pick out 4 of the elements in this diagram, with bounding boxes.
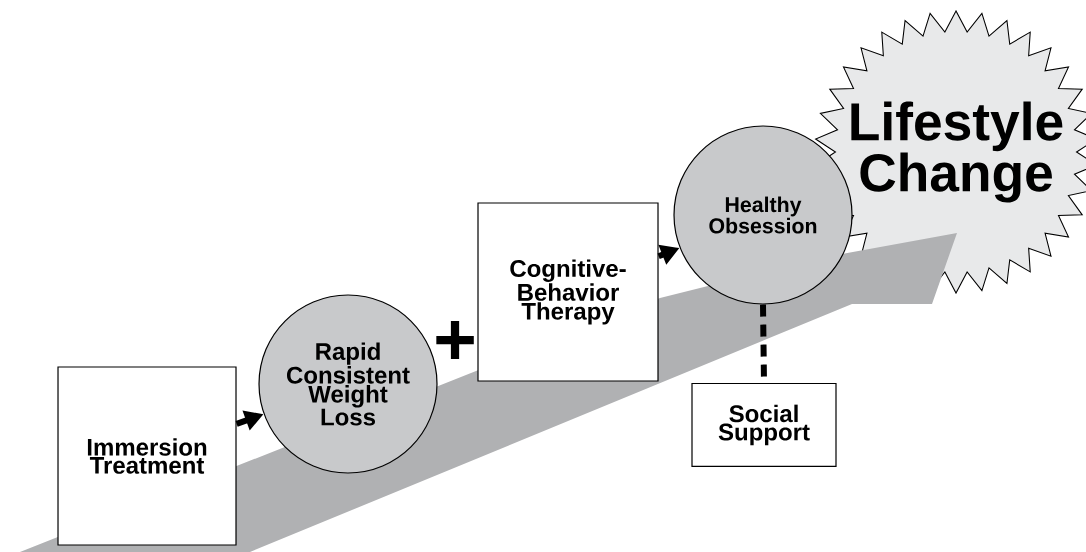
process-box: Cognitive-Behavior Therapy: [477, 202, 659, 382]
process-box: Immersion Treatment: [57, 366, 237, 546]
process-box: Social Support: [691, 382, 837, 468]
plus-sign: +: [436, 321, 474, 359]
